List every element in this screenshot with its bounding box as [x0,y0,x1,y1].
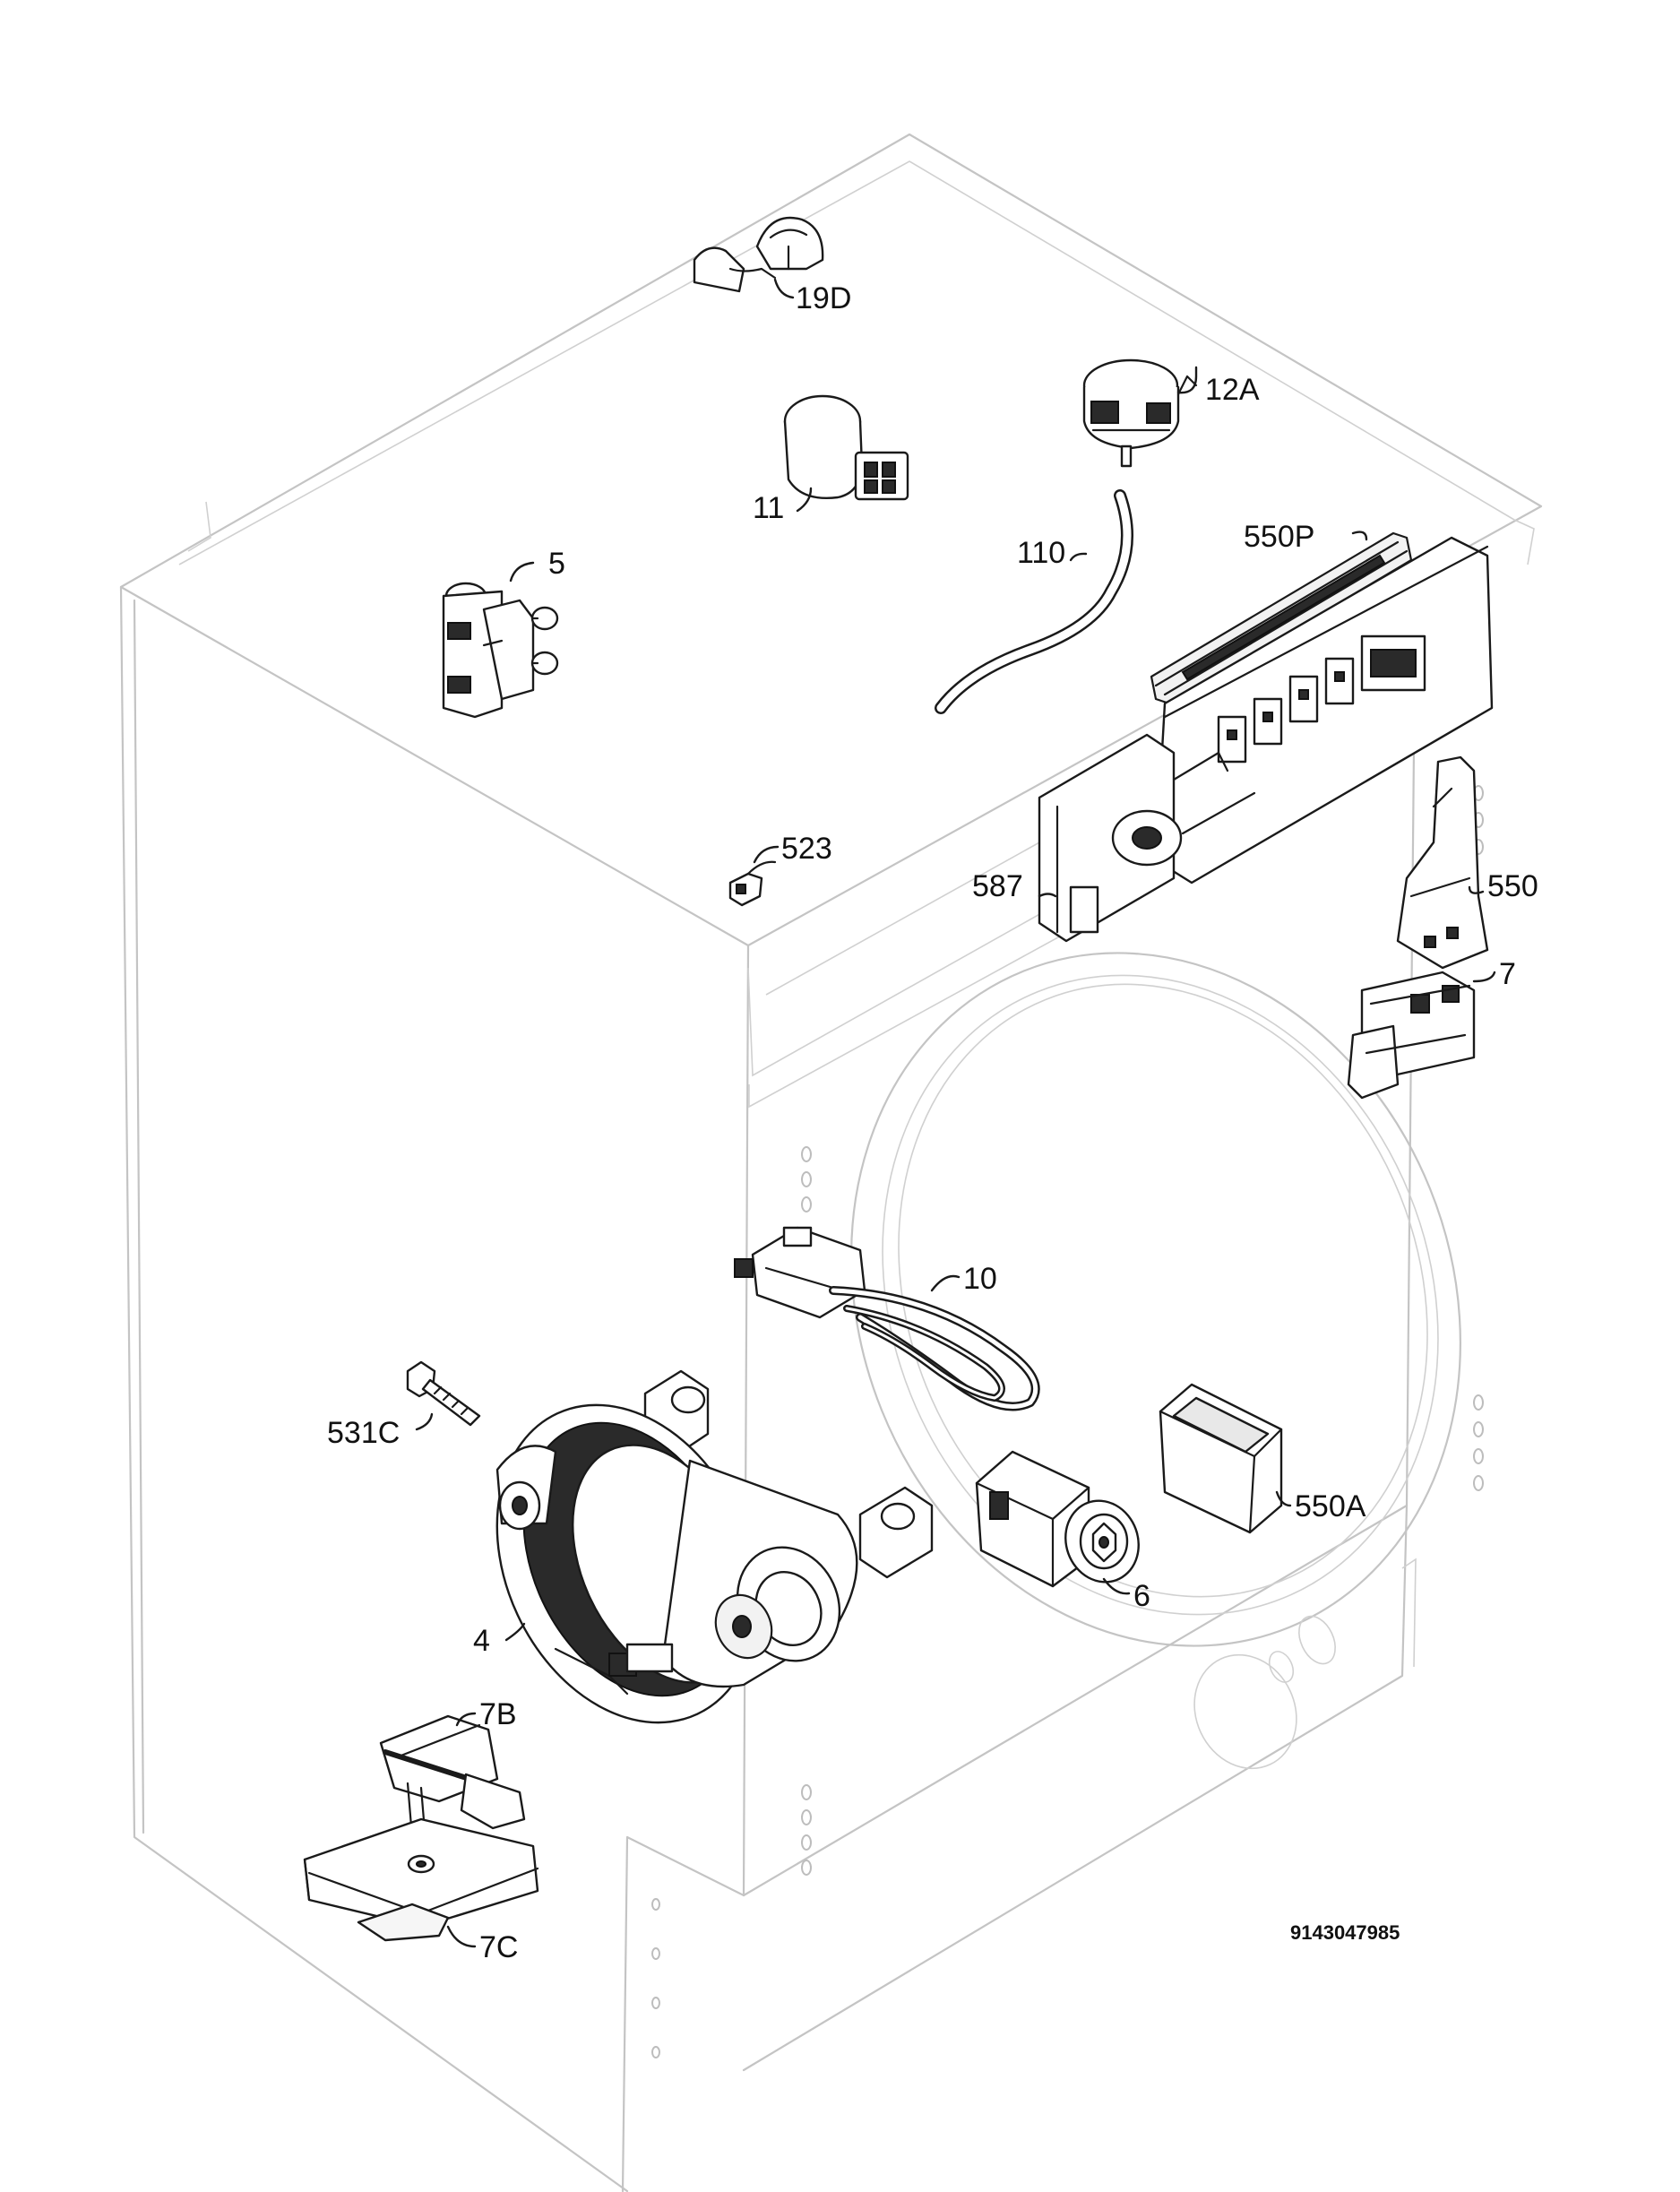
callout-10: 10 [963,1262,997,1296]
part-10-heating-element [734,1226,1040,1411]
callout-12A: 12A [1205,373,1260,407]
part-12A-pressure-switch [1082,358,1198,468]
callout-19D: 19D [796,281,851,315]
cabinet-outline [119,133,1543,2192]
callout-550P: 550P [1244,520,1314,554]
callout-523: 523 [781,832,832,866]
catalog-number: 9143047985 [1290,1921,1400,1944]
callout-110: 110 [1017,536,1065,570]
part-550A-housing [1159,1383,1283,1534]
callout-7C: 7C [479,1930,518,1964]
callout-587: 587 [972,869,1023,903]
callout-4: 4 [473,1624,490,1658]
part-19D-cable-clamp [693,216,824,293]
part-550-interface-board [1396,755,1489,970]
part-7B-bracket [379,1714,526,1843]
part-587-electronic-module [1038,536,1494,943]
part-7C-base-plate [303,1817,539,1942]
callout-7B: 7B [479,1697,517,1731]
callout-7: 7 [1499,957,1516,991]
part-6-drain-pump [975,1450,1140,1588]
part-5-inlet-valve [442,582,559,719]
callout-550A: 550A [1295,1489,1366,1523]
part-7-door-interlock [1347,971,1476,1100]
callout-550: 550 [1487,869,1538,903]
callout-11: 11 [753,491,784,525]
part-11-interference-filter [783,394,909,501]
part-4-motor [495,1369,934,1724]
callout-531C: 531C [327,1416,400,1450]
callout-5: 5 [548,547,565,581]
part-110-pressure-hose [935,489,1133,714]
callout-6: 6 [1133,1579,1150,1613]
part-523-clip [728,860,777,907]
part-531C-screw [406,1360,481,1427]
